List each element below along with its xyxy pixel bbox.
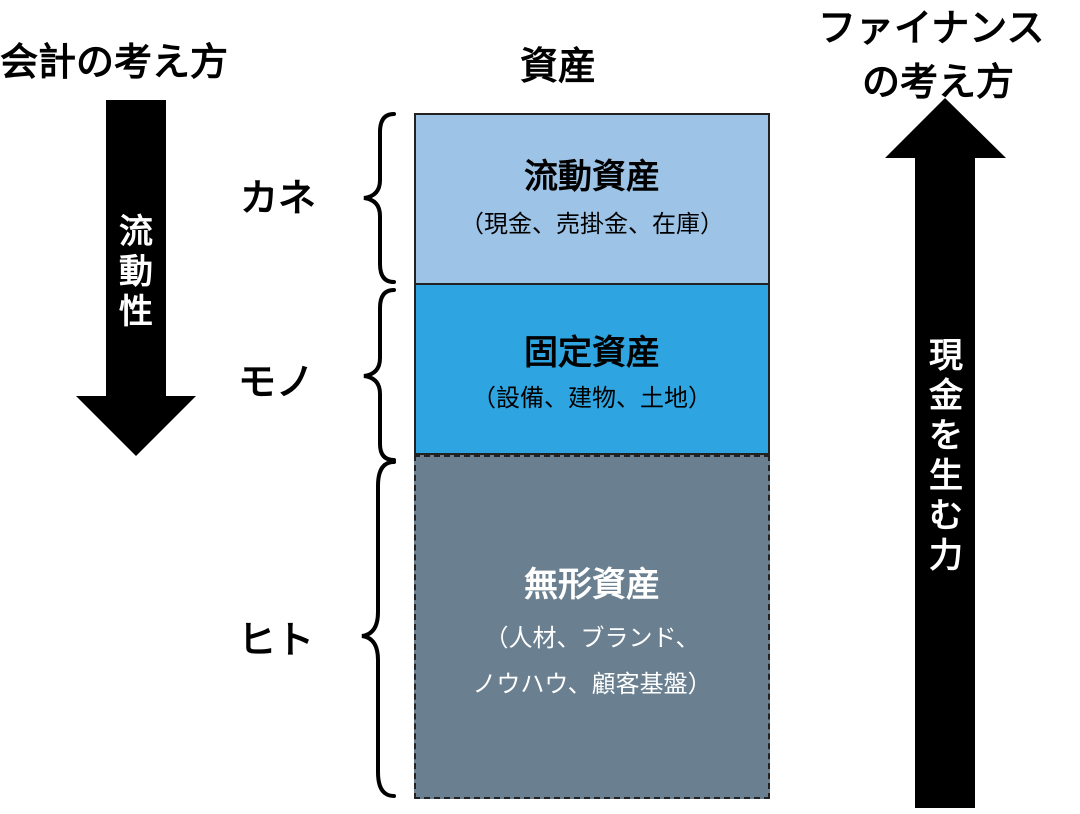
assets-heading: 資産 bbox=[520, 44, 597, 88]
liquidity-arrow-label: 流動性 bbox=[119, 212, 153, 332]
accounting-view-heading: 会計の考え方 bbox=[0, 40, 229, 84]
brace-mono bbox=[363, 288, 396, 462]
current-assets-title: 流動資産 bbox=[524, 157, 660, 197]
finance-view-heading-line1: ファイナンス bbox=[818, 6, 1045, 50]
brace-kane bbox=[363, 112, 396, 284]
category-label-hito: ヒト bbox=[238, 618, 315, 662]
cash-generation-up-arrow bbox=[885, 98, 1006, 808]
fixed-assets-box: 固定資産 （設備、建物、土地） bbox=[414, 285, 770, 455]
current-assets-detail: （現金、売掛金、在庫） bbox=[460, 210, 724, 238]
current-assets-box: 流動資産 （現金、売掛金、在庫） bbox=[414, 113, 770, 285]
category-label-kane: カネ bbox=[240, 176, 317, 220]
cash-generation-arrow-label: 現金を生む力 bbox=[929, 336, 963, 576]
finance-view-heading-line2: の考え方 bbox=[862, 60, 1015, 104]
intangible-assets-detail-line2: ノウハウ、顧客基盤） bbox=[472, 670, 712, 698]
intangible-assets-title: 無形資産 bbox=[524, 565, 660, 605]
brace-hito bbox=[361, 460, 396, 798]
intangible-assets-detail-line1: （人材、ブランド、 bbox=[484, 624, 700, 652]
fixed-assets-title: 固定資産 bbox=[524, 333, 660, 373]
category-label-mono: モノ bbox=[238, 360, 315, 404]
fixed-assets-detail: （設備、建物、土地） bbox=[472, 384, 712, 412]
liquidity-down-arrow bbox=[76, 100, 196, 456]
intangible-assets-box: 無形資産 （人材、ブランド、 ノウハウ、顧客基盤） bbox=[414, 455, 770, 799]
